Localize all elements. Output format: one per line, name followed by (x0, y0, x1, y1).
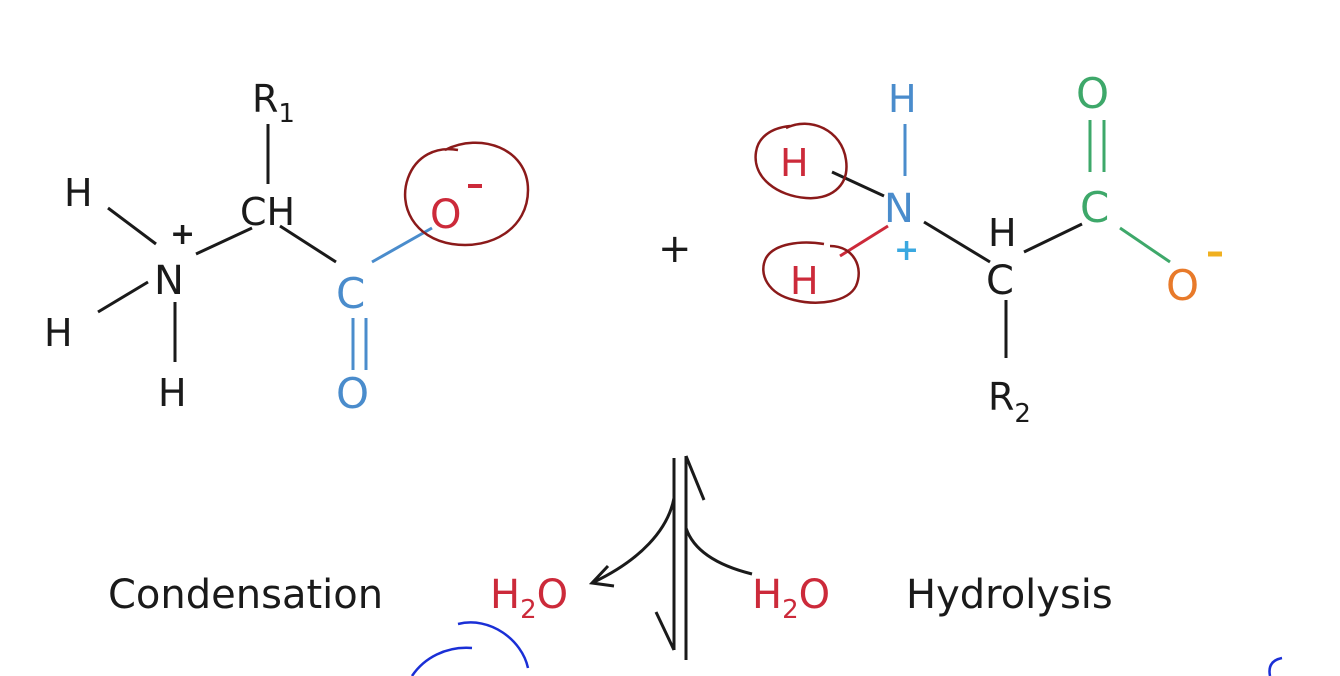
pen-stroke-right (1268, 656, 1283, 676)
bond-h-n-upper (107, 206, 157, 246)
blue-pen-annotations (410, 621, 1283, 676)
alpha-carbon-label: CH (240, 190, 295, 234)
water-right: H2O (752, 572, 830, 625)
bond-h-n-lower (97, 280, 149, 314)
bond-c-o-anion (371, 226, 433, 264)
h-lower-left-label: H (790, 259, 819, 303)
condensation-curved-arrow (593, 497, 676, 584)
nitrogen-label: N (154, 258, 184, 304)
h-top-label: H (888, 77, 917, 121)
equilibrium-arrows (588, 455, 753, 660)
alpha-carbon-label: C (986, 258, 1014, 304)
annotation-circle-anion (403, 141, 530, 247)
carbonyl-oxygen-label: O (336, 369, 369, 418)
arrow-top-barb (684, 455, 706, 501)
h-upper-left-label: H (780, 141, 809, 185)
pen-stroke-arc (410, 646, 473, 676)
hydrolysis-label: Hydrolysis (906, 572, 1113, 618)
condensation-label: Condensation (108, 572, 383, 618)
condensation-arrowhead (588, 564, 615, 588)
arrow-bottom-barb (654, 611, 676, 651)
molecule-2: H H H N + H C R2 O C O (754, 69, 1222, 429)
alpha-h-label: H (988, 211, 1017, 255)
n-charge: + (170, 217, 195, 252)
bond-n-ch (195, 226, 253, 256)
bond-ch-c (279, 224, 337, 264)
carbonyl-oxygen-label: O (1076, 69, 1109, 118)
annotation-circle-h-upper (754, 122, 848, 200)
molecule-1: R1 CH H H + N H C O O (44, 77, 530, 418)
bond-c-o-single (1119, 226, 1171, 264)
anion-oxygen-label: O (1166, 261, 1199, 310)
r1-label: R1 (252, 77, 295, 129)
bond-h-n-upper-left (831, 170, 885, 198)
n-charge: + (894, 233, 919, 268)
h-below-label: H (158, 371, 187, 415)
annotation-circle-h-lower (762, 241, 860, 304)
h-top-label: H (64, 171, 93, 215)
bond-c-cooh (1023, 222, 1083, 254)
h-bottom-label: H (44, 311, 73, 355)
hydrolysis-curved-arrow (684, 527, 753, 576)
pen-stroke-hook (457, 621, 530, 669)
nitrogen-label: N (884, 186, 914, 232)
carboxyl-carbon-label: C (336, 269, 365, 318)
r2-label: R2 (988, 375, 1031, 429)
bond-n-c (923, 220, 991, 264)
anion-oxygen-label: O (430, 192, 461, 238)
plus-sign: + (658, 226, 692, 272)
water-left: H2O (490, 572, 568, 625)
carboxyl-carbon-label: C (1080, 183, 1109, 232)
